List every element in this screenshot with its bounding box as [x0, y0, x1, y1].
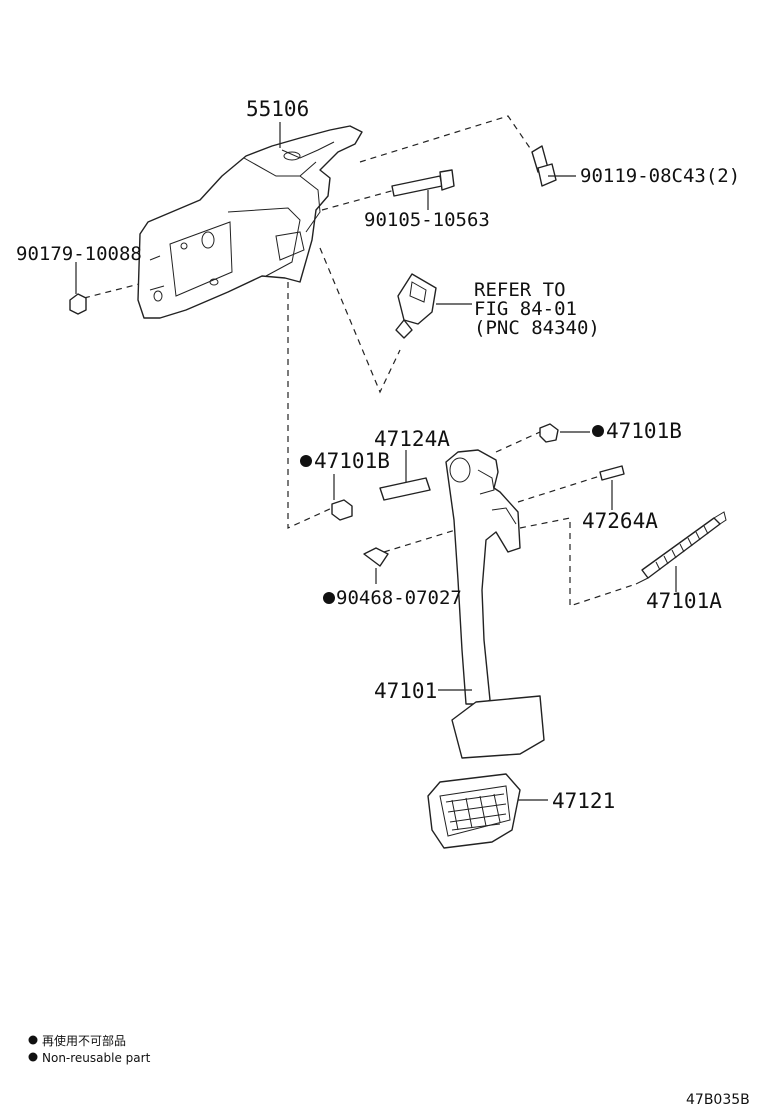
leader-lines [75, 122, 677, 801]
label-bracket: 55106 [246, 97, 309, 121]
label-pin: 47124A [374, 427, 450, 451]
bolt-long-part [391, 169, 455, 197]
bushing-right-part [539, 423, 559, 443]
stop-lamp-switch-part [395, 273, 437, 339]
non-reusable-marker [592, 425, 604, 437]
label-shaft-pin: 47264A [582, 509, 658, 533]
pedal-arm-part [445, 449, 545, 759]
label-clip: 90468-07027 [336, 587, 462, 609]
bushing-left-part [331, 499, 353, 521]
return-spring-part [635, 511, 727, 585]
dashed-connector-lines [83, 115, 637, 607]
non-reusable-marker [300, 455, 312, 467]
label-refer-line3: (PNC 84340) [474, 317, 600, 339]
non-reusable-marker [323, 592, 335, 604]
label-pedal-arm: 47101 [374, 679, 437, 703]
label-spring: 47101A [646, 589, 722, 613]
label-bolt-upper: 90119-08C43(2) [580, 165, 740, 187]
pedal-support-bracket [137, 125, 363, 319]
pedal-pad-part [427, 773, 521, 849]
label-nut: 90179-10088 [16, 243, 142, 265]
bolt-upper-part [531, 145, 557, 187]
label-bushing-left: 47101B [314, 449, 390, 473]
label-pedal-pad: 47121 [552, 789, 615, 813]
legend: 再使用不可部品 Non-reusable part [28, 1033, 151, 1065]
clip-part [363, 547, 389, 567]
legend-line-english: Non-reusable part [42, 1051, 151, 1065]
legend-bullet-icon [28, 1035, 38, 1045]
label-bolt-long: 90105-10563 [364, 209, 490, 231]
legend-bullet-icon [28, 1052, 38, 1062]
pin-part [379, 477, 431, 501]
nut-part [69, 293, 87, 315]
shaft-pin-part [599, 465, 625, 481]
label-refer-line1: REFER TO [474, 279, 566, 301]
figure-code: 47B035B [686, 1092, 750, 1108]
label-refer-line2: FIG 84-01 [474, 298, 577, 320]
legend-line-japanese: 再使用不可部品 [42, 1033, 126, 1048]
label-bushing-right: 47101B [606, 419, 682, 443]
